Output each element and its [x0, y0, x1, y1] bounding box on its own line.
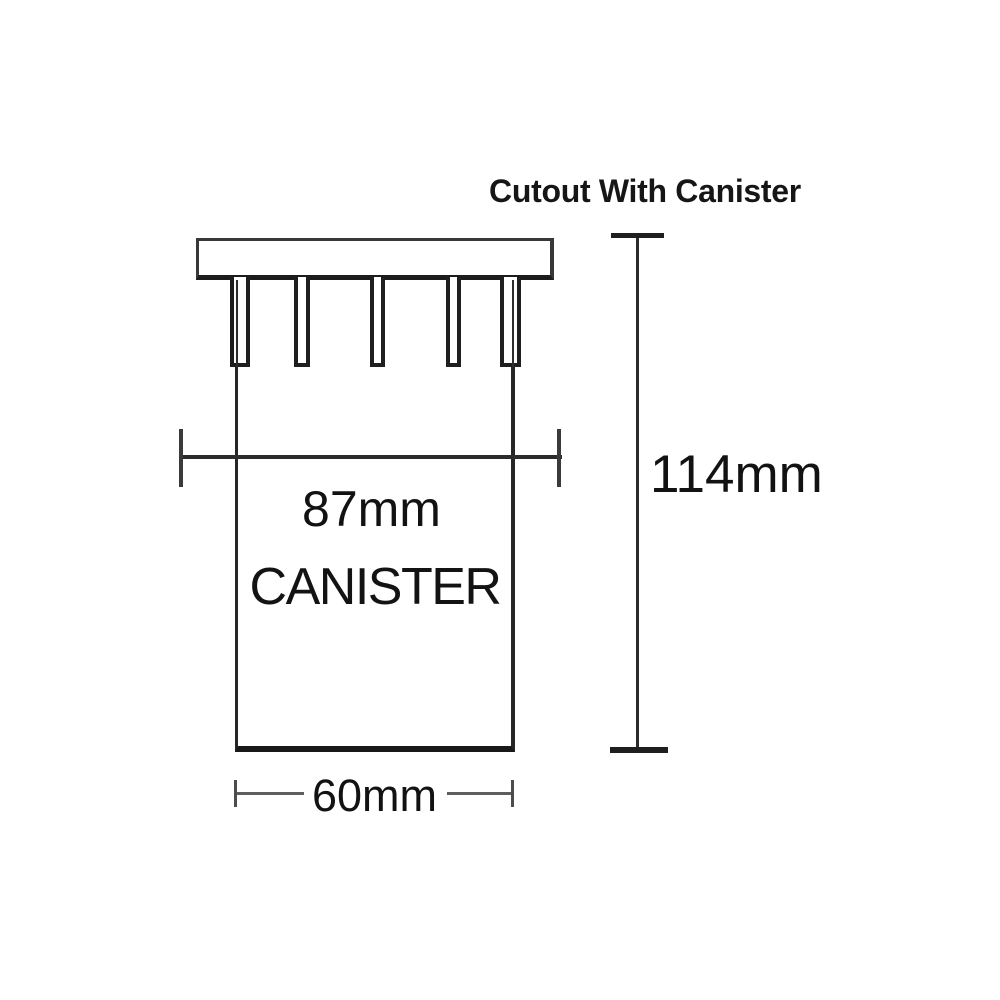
dim-87mm-tick-left: [179, 429, 183, 487]
pin-3: [370, 277, 385, 367]
dim-87mm-tick-right: [557, 429, 561, 487]
dim-87mm-label: 87mm: [302, 481, 441, 537]
canister-body: [235, 367, 515, 752]
pin-2: [294, 277, 310, 367]
dim-114mm-endbar-bottom: [610, 747, 668, 753]
dim-87mm-line: [181, 455, 562, 459]
canister-wall-line-left: [236, 280, 238, 368]
dim-60mm-label: 60mm: [311, 770, 438, 821]
dim-60mm-tick-left: [234, 780, 237, 807]
dim-114mm-endbar-top: [611, 233, 664, 238]
dim-60mm-tick-right: [511, 780, 514, 807]
pin-4: [446, 277, 461, 367]
flange-plate: [196, 238, 554, 280]
pin-1: [230, 277, 250, 367]
dim-60mm-line-left: [236, 792, 304, 795]
canister-label: CANISTER: [249, 558, 502, 616]
pin-5: [500, 277, 521, 367]
dim-114mm-label: 114mm: [650, 445, 823, 504]
dim-114mm-line: [636, 236, 639, 751]
dim-60mm-line-right: [447, 792, 513, 795]
diagram-title: Cutout With Canister: [489, 173, 801, 209]
canister-wall-line-right: [512, 280, 514, 368]
